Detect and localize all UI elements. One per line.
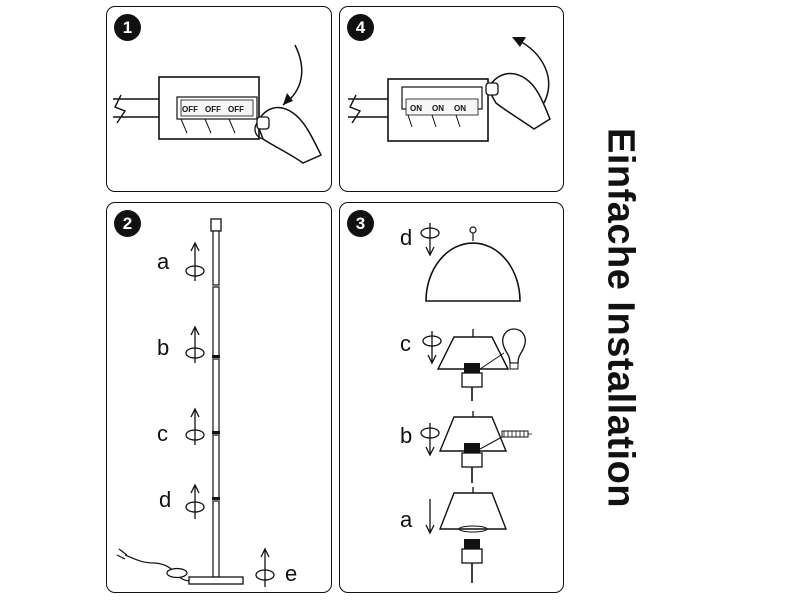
switch-off-illustration: OFF OFF OFF: [113, 44, 323, 164]
step-2-label-e: e: [285, 561, 298, 586]
step-4-panel: 4 ON ON ON: [339, 6, 564, 192]
step-2-label-d: d: [159, 487, 172, 512]
step-3-label-a: a: [400, 507, 413, 532]
step-3-label-b: b: [400, 423, 413, 448]
step-1-panel: 1 OFF OFF OFF: [106, 6, 332, 192]
step-2-label-a: a: [157, 249, 170, 274]
step-3-panel: 3 d: [339, 202, 564, 593]
lampshade-assembly: [420, 223, 532, 583]
step-2-badge: 2: [114, 210, 141, 237]
switch-on-illustration: ON ON ON: [348, 37, 551, 142]
floor-lamp-pole-assembly: [116, 218, 275, 587]
step-3-label-c: c: [400, 331, 411, 356]
switch-label-3: ON: [454, 104, 466, 113]
step-4-badge: 4: [347, 14, 374, 41]
switch-label-3: OFF: [228, 105, 244, 114]
step-2-panel: 2 a b c d e: [106, 202, 332, 593]
step-3-badge: 3: [347, 210, 374, 237]
switch-label-2: OFF: [205, 105, 221, 114]
switch-label-1: OFF: [182, 105, 198, 114]
step-2-label-b: b: [157, 335, 170, 360]
step-2-label-c: c: [157, 421, 168, 446]
page-title: Einfache Installation: [599, 127, 642, 509]
switch-label-1: ON: [410, 104, 422, 113]
switch-label-2: ON: [432, 104, 444, 113]
step-3-label-d: d: [400, 225, 413, 250]
step-1-badge: 1: [114, 14, 141, 41]
